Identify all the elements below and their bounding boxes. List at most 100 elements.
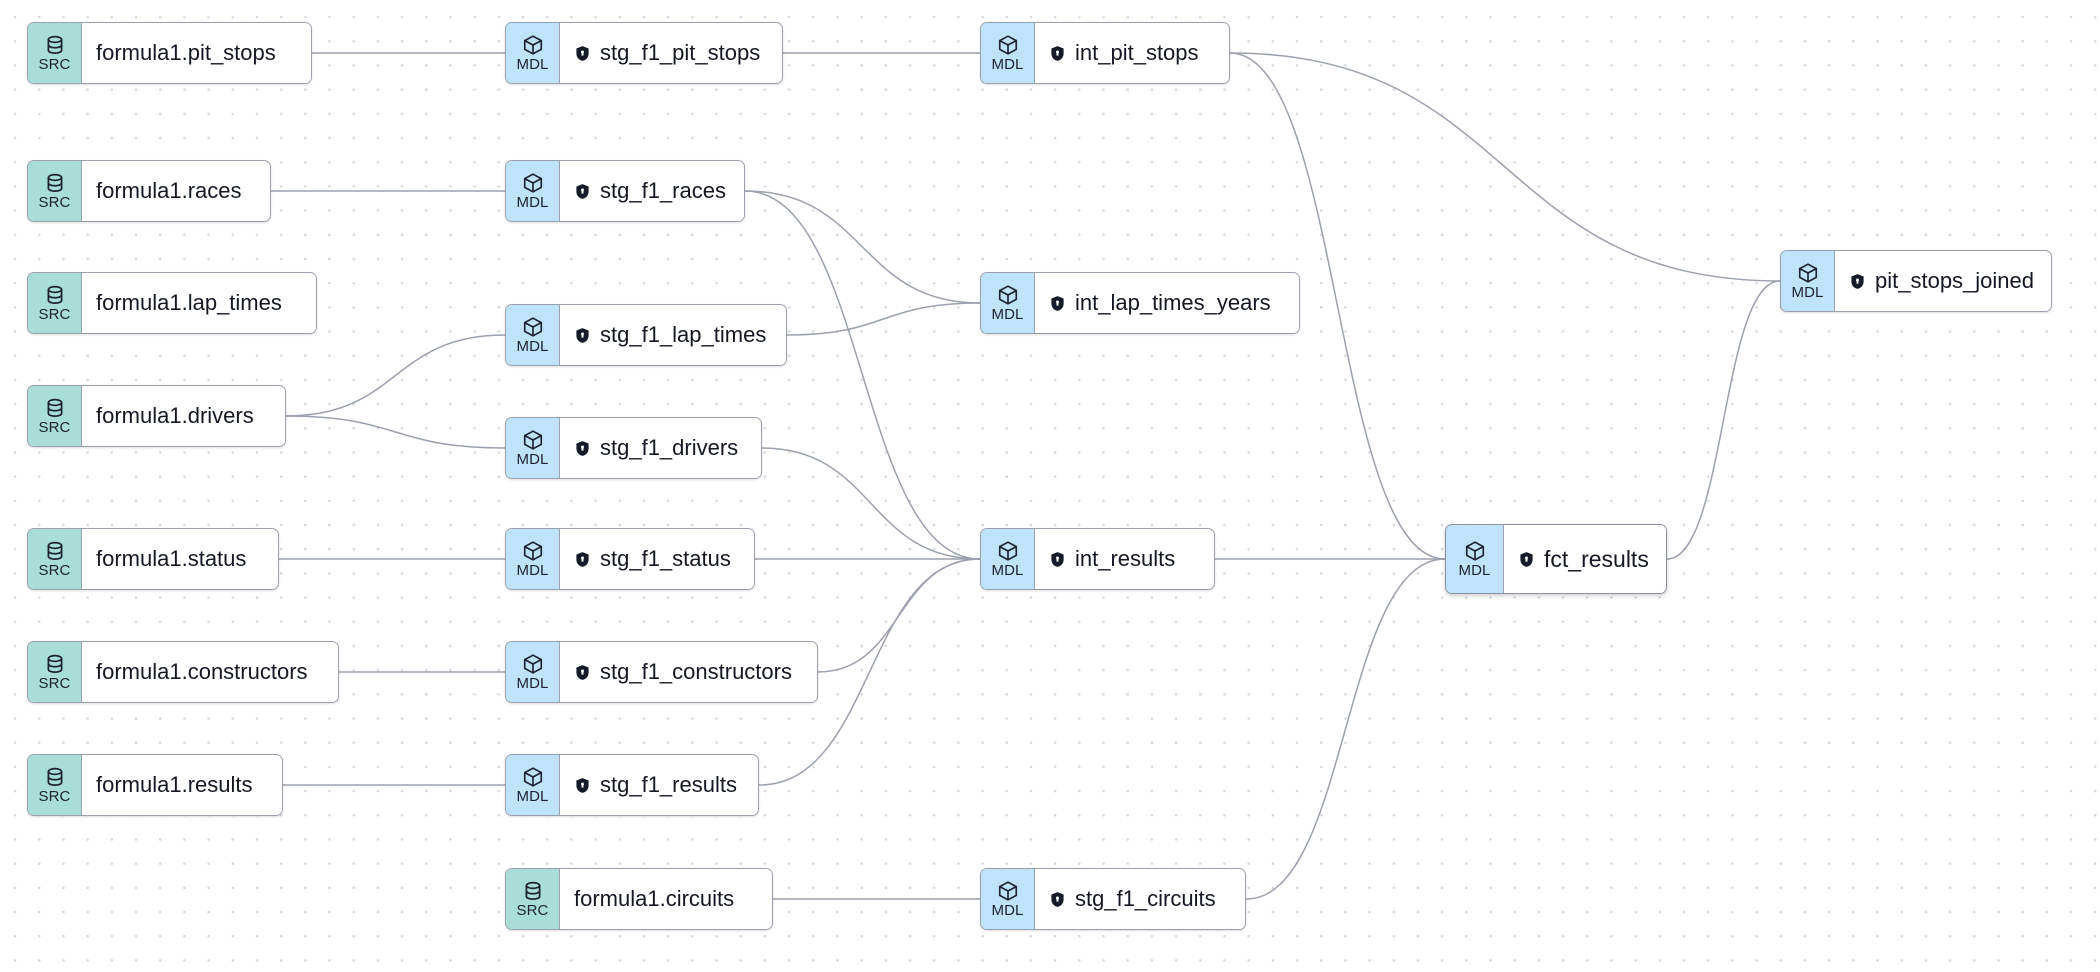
database-icon xyxy=(44,540,66,562)
lineage-edge-stg_drivers-to-int_results xyxy=(761,447,981,560)
node-label: stg_f1_circuits xyxy=(1075,886,1216,911)
node-type-badge-mdl: MDL xyxy=(506,161,560,221)
database-icon xyxy=(44,34,66,56)
node-label: fct_results xyxy=(1544,546,1649,572)
node-body: formula1.pit_stops xyxy=(82,23,311,83)
database-icon xyxy=(44,397,66,419)
cube-icon xyxy=(522,172,544,194)
node-label: int_lap_times_years xyxy=(1075,290,1271,315)
node-type-badge-mdl: MDL xyxy=(506,23,560,83)
node-body: stg_f1_lap_times xyxy=(560,305,786,365)
cube-icon xyxy=(997,540,1019,562)
node-label: stg_f1_constructors xyxy=(600,659,792,684)
node-label: stg_f1_lap_times xyxy=(600,322,767,347)
node-body: formula1.constructors xyxy=(82,642,338,702)
lineage-node-src_races[interactable]: SRC formula1.races xyxy=(27,160,271,222)
node-body: stg_f1_pit_stops xyxy=(560,23,782,83)
lineage-node-pit_stops_joined[interactable]: MDL pit_stops_joined xyxy=(1780,250,2052,312)
node-body: pit_stops_joined xyxy=(1835,251,2051,311)
shield-lock-icon xyxy=(574,45,591,62)
node-label: formula1.races xyxy=(96,178,242,203)
node-type-badge-label: SRC xyxy=(38,562,71,579)
node-body: int_pit_stops xyxy=(1035,23,1229,83)
node-type-badge-label: MDL xyxy=(516,56,549,73)
node-type-badge-label: MDL xyxy=(991,562,1024,579)
shield-lock-icon xyxy=(1518,551,1535,568)
shield-lock-icon xyxy=(574,183,591,200)
node-label: formula1.status xyxy=(96,546,247,571)
node-type-badge-label: MDL xyxy=(516,562,549,579)
node-body: fct_results xyxy=(1504,525,1666,593)
node-body: formula1.races xyxy=(82,161,270,221)
node-type-badge-label: MDL xyxy=(991,306,1024,323)
node-label: stg_f1_status xyxy=(600,546,731,571)
node-body: stg_f1_results xyxy=(560,755,758,815)
lineage-node-stg_circuits[interactable]: MDL stg_f1_circuits xyxy=(980,868,1246,930)
node-type-badge-mdl: MDL xyxy=(981,273,1035,333)
lineage-edge-stg_circuits-to-fct_results xyxy=(1245,558,1446,900)
cube-icon xyxy=(522,429,544,451)
lineage-node-stg_status[interactable]: MDL stg_f1_status xyxy=(505,528,755,590)
node-type-badge-src: SRC xyxy=(28,755,82,815)
shield-lock-icon xyxy=(574,327,591,344)
cube-icon xyxy=(997,34,1019,56)
lineage-node-src_status[interactable]: SRC formula1.status xyxy=(27,528,279,590)
node-type-badge-src: SRC xyxy=(28,161,82,221)
node-label: stg_f1_drivers xyxy=(600,435,739,460)
node-body: formula1.lap_times xyxy=(82,273,316,333)
shield-lock-icon xyxy=(574,664,591,681)
shield-lock-icon xyxy=(1049,551,1066,568)
lineage-node-src_drivers[interactable]: SRC formula1.drivers xyxy=(27,385,286,447)
cube-icon xyxy=(997,284,1019,306)
node-type-badge-mdl: MDL xyxy=(506,642,560,702)
node-type-badge-label: MDL xyxy=(516,338,549,355)
lineage-node-int_lap_times_years[interactable]: MDL int_lap_times_years xyxy=(980,272,1300,334)
node-type-badge-label: SRC xyxy=(38,419,71,436)
node-type-badge-mdl: MDL xyxy=(981,529,1035,589)
node-label: pit_stops_joined xyxy=(1875,268,2035,293)
node-label: stg_f1_results xyxy=(600,772,737,797)
lineage-node-src_circuits[interactable]: SRC formula1.circuits xyxy=(505,868,773,930)
node-body: stg_f1_races xyxy=(560,161,744,221)
node-type-badge-label: SRC xyxy=(38,675,71,692)
node-body: stg_f1_circuits xyxy=(1035,869,1245,929)
node-body: stg_f1_status xyxy=(560,529,754,589)
node-label: formula1.constructors xyxy=(96,659,308,684)
lineage-node-stg_constructors[interactable]: MDL stg_f1_constructors xyxy=(505,641,818,703)
node-type-badge-label: MDL xyxy=(1791,284,1824,301)
node-body: stg_f1_constructors xyxy=(560,642,817,702)
node-label: int_pit_stops xyxy=(1075,40,1199,65)
shield-lock-icon xyxy=(1049,891,1066,908)
database-icon xyxy=(44,284,66,306)
cube-icon xyxy=(997,880,1019,902)
lineage-node-src_constructors[interactable]: SRC formula1.constructors xyxy=(27,641,339,703)
database-icon xyxy=(522,880,544,902)
node-body: formula1.drivers xyxy=(82,386,285,446)
node-label: formula1.pit_stops xyxy=(96,40,276,65)
cube-icon xyxy=(522,316,544,338)
lineage-edge-fct_results-to-pit_stops_joined xyxy=(1666,280,1781,560)
node-type-badge-label: SRC xyxy=(516,902,549,919)
node-type-badge-label: MDL xyxy=(991,902,1024,919)
cube-icon xyxy=(522,34,544,56)
node-body: formula1.circuits xyxy=(560,869,772,929)
node-type-badge-src: SRC xyxy=(506,869,560,929)
database-icon xyxy=(44,172,66,194)
node-type-badge-label: MDL xyxy=(516,675,549,692)
cube-icon xyxy=(522,653,544,675)
node-type-badge-src: SRC xyxy=(28,386,82,446)
lineage-node-stg_pit_stops[interactable]: MDL stg_f1_pit_stops xyxy=(505,22,783,84)
lineage-node-stg_lap_times[interactable]: MDL stg_f1_lap_times xyxy=(505,304,787,366)
shield-lock-icon xyxy=(574,777,591,794)
